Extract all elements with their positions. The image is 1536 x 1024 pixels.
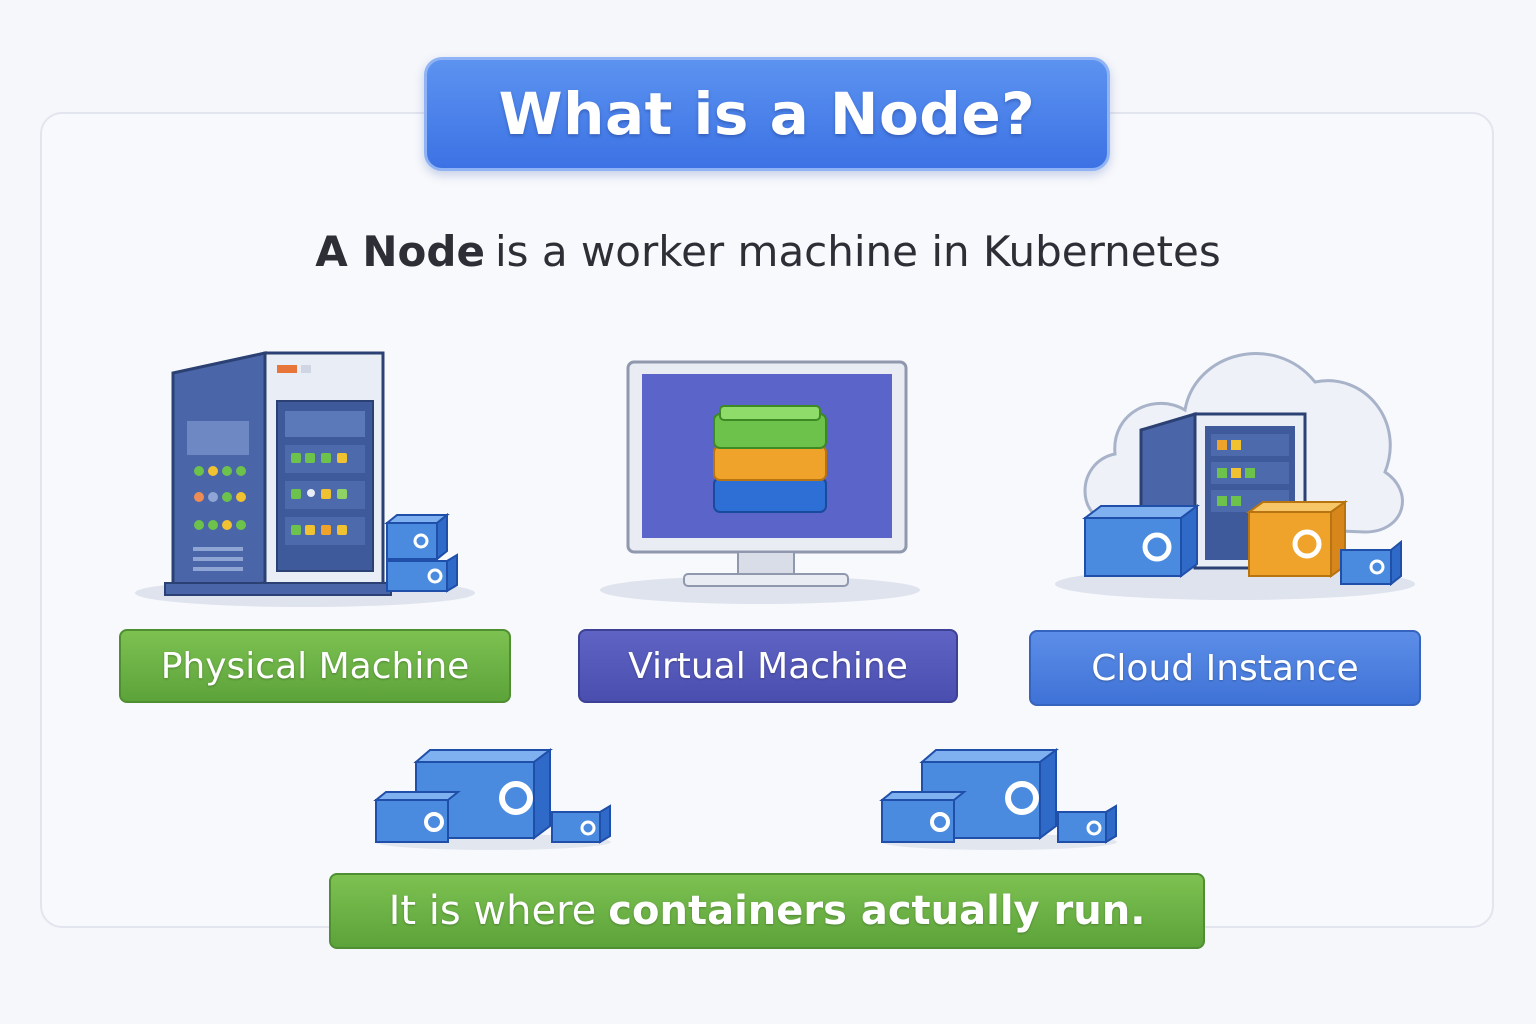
virtual-machine-monitor-icon	[600, 360, 920, 604]
footer-emphasis: containers actually run.	[608, 888, 1146, 934]
subtitle-strong: A Node	[315, 227, 485, 276]
subtitle-rest: is a worker machine in Kubernetes	[494, 227, 1221, 276]
footer-lead: It is where	[388, 888, 597, 934]
label-cloud-instance: Cloud Instance	[1029, 630, 1421, 706]
label-virtual-text: Virtual Machine	[628, 645, 908, 687]
containers-icon-left	[373, 748, 611, 850]
physical-server-icon	[135, 351, 475, 607]
cloud-server-icon	[1055, 352, 1415, 600]
containers-icon-right	[879, 748, 1117, 850]
label-physical-text: Physical Machine	[160, 645, 470, 687]
title-banner: What is a Node?	[424, 57, 1110, 171]
label-cloud-text: Cloud Instance	[1091, 647, 1359, 689]
label-virtual-machine: Virtual Machine	[578, 629, 958, 703]
label-physical-machine: Physical Machine	[119, 629, 511, 703]
page-title: What is a Node?	[498, 80, 1036, 148]
